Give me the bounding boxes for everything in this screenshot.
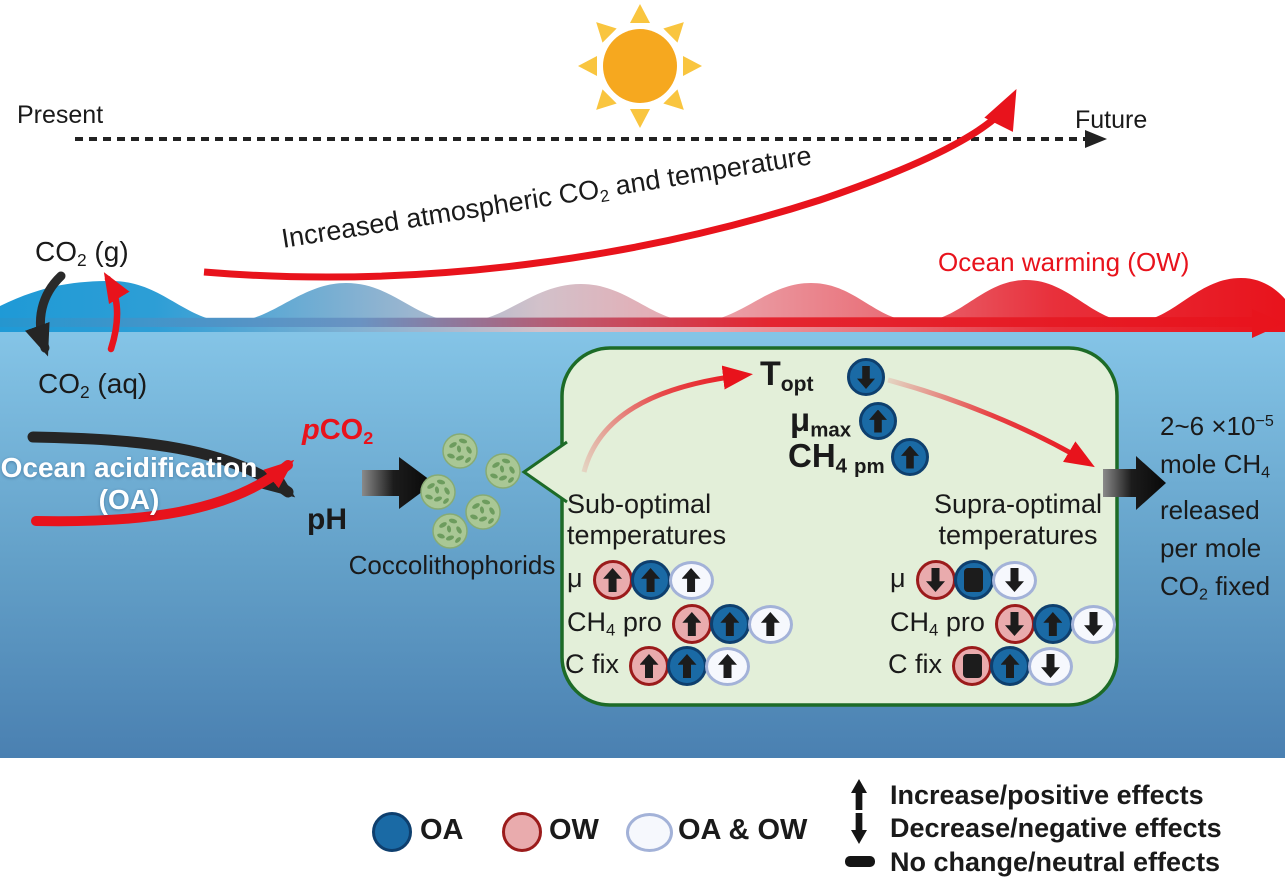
legend-increase-label: Increase/positive effects [890,780,1204,810]
indicator-circle [747,604,793,644]
supraoptimal-row-cfix: C fix [888,646,1073,686]
t-opt-label: Topt [760,355,814,396]
down-arrow-icon [926,568,945,592]
indicator-circle [629,646,669,686]
co2-temperature-trend-arrow [203,89,1017,281]
suboptimal-row-growth: μ [567,560,714,600]
indicator-circle [671,604,712,644]
co2-dissolve-arrow [25,271,66,357]
co2-outgas-arrow [103,272,130,353]
suboptimal-row-ch4: CH4 pro [567,604,793,644]
legend-oa-circle [372,812,412,852]
ph-label: pH [307,503,347,536]
indicator-circle [1032,604,1073,644]
methane-yield-note: 2~6 ×10−5 mole CH4 released per mole CO2… [1160,410,1274,604]
ocean-warming-label: Ocean warming (OW) [938,247,1190,277]
legend-oa-ow-label: OA & OW [678,814,808,846]
up-arrow-icon [760,612,780,636]
t-opt-indicator [847,358,885,396]
up-arrow-icon [1000,654,1020,678]
no-change-icon [964,568,984,592]
indicator-circle [952,646,992,686]
co2-gas-label: CO2 (g) [35,236,129,270]
no-change-icon [962,654,982,678]
ocean-acidification-label: Ocean acidification (OA) [0,452,258,515]
indicator-circle [994,604,1035,644]
indicator-circle [915,560,956,600]
up-arrow-icon [639,654,659,678]
to-coccolithophorids-arrow [362,457,434,509]
indicator-circle [667,646,707,686]
legend-oa-ow-circle [626,813,673,852]
legend-decrease-label: Decrease/negative effects [890,813,1222,843]
legend-oa-label: OA [420,814,464,846]
co2-aqueous-label: CO2 (aq) [38,368,148,402]
up-arrow-icon [681,568,701,592]
up-arrow-icon [603,568,623,592]
up-arrow-icon [641,568,661,592]
up-arrow-icon [1043,612,1063,636]
indicator-circle [990,646,1030,686]
topt-to-output-arrow [887,377,1095,468]
down-arrow-icon [1084,612,1103,636]
mu-max-indicator [859,402,897,440]
indicator-circle [592,560,633,600]
up-arrow-icon [869,409,887,433]
indicator-circle [1070,604,1116,644]
down-arrow-icon [1005,612,1024,636]
warming-band-arrow [0,309,1285,338]
coccolithophorids-label: Coccolithophorids [348,550,556,580]
legend-nochange-label: No change/neutral effects [890,847,1221,877]
pco2-label: pCO2 [302,414,374,449]
indicator-circle [705,646,750,686]
down-arrow-icon [1041,654,1060,678]
up-arrow-icon [677,654,697,678]
present-label: Present [17,101,104,129]
up-arrow-icon [720,612,740,636]
panel-output-arrow [1103,456,1166,510]
supraoptimal-row-ch4: CH4 pro [890,604,1116,644]
indicator-circle [991,560,1037,600]
legend-ow-label: OW [549,814,599,846]
suboptimal-to-topt-arrow [581,365,753,473]
up-arrow-icon [901,445,919,469]
oa-to-pco2-arrow [31,459,295,527]
up-arrow-icon [682,612,702,636]
down-arrow-icon [857,366,875,389]
down-arrow-icon [1005,568,1024,592]
legend-ow-circle [502,812,542,852]
sun-icon [578,4,702,128]
up-arrow-icon [718,654,737,678]
response-panel-tail [521,440,568,504]
supraoptimal-row-growth: μ [890,560,1037,600]
suboptimal-row-cfix: C fix [565,646,750,686]
indicator-circle [709,604,750,644]
ch4-pm-indicator [891,438,929,476]
future-label: Future [1075,106,1148,134]
mu-max-label: μmax [790,401,852,442]
no-change-icon [845,856,875,867]
indicator-circle [668,560,714,600]
indicator-circle [630,560,671,600]
indicator-circle [1028,646,1073,686]
indicator-circle [953,560,994,600]
